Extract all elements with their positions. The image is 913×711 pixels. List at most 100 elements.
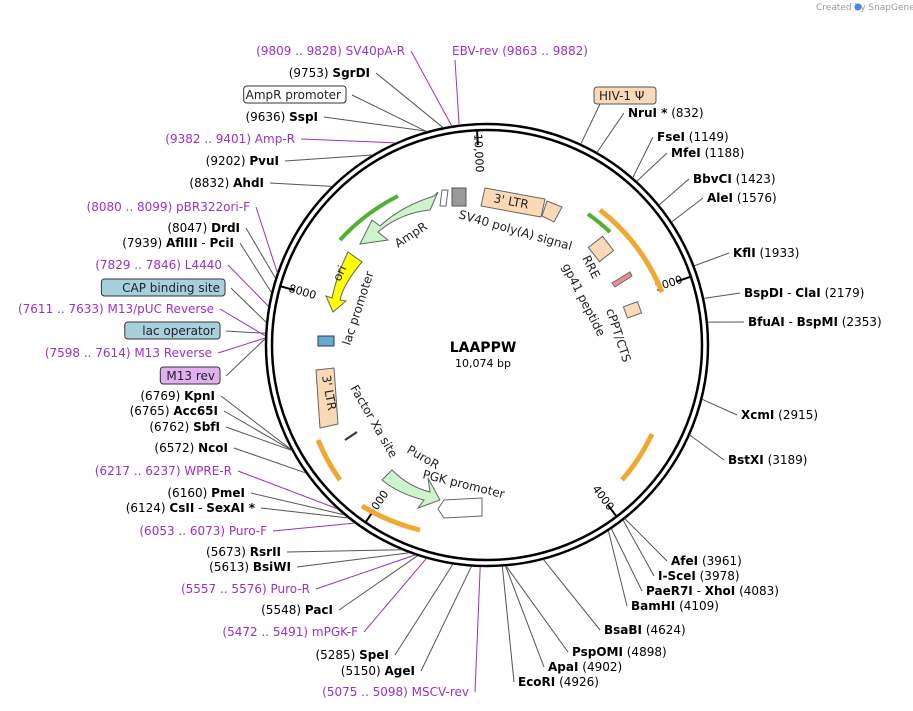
left-label-21: (6160) PmeI [167, 486, 245, 500]
ltr-lower-feature[interactable] [315, 367, 339, 429]
right-label-group: NruI * (832)FseI (1149)MfeI (1188)BbvCI … [518, 106, 882, 689]
left-leader-25 [296, 552, 410, 568]
right-leader-1 [632, 136, 654, 178]
left-leader-4 [300, 138, 396, 144]
left-label-20: (6217 .. 6237) WPRE-R [95, 464, 232, 478]
hiv-psi-label: HIV-1 Ψ [599, 89, 644, 103]
puror-label: PuroR [405, 442, 442, 472]
right-label-3: BbvCI (1423) [693, 172, 776, 186]
left-leader-1 [375, 72, 444, 128]
left-feature-box-2[interactable] [243, 85, 347, 104]
left-label-24: (5673) RsrII [206, 545, 281, 559]
left-label-30: (5150) AgeI [341, 664, 415, 678]
plasmid-name: LAAPPW [450, 340, 517, 356]
tick-4 [280, 285, 295, 292]
left-label-group: (9809 .. 9828) SV40pA-R(9753) SgrDIAmpR … [18, 44, 469, 699]
plasmid-length: 10,074 bp [455, 357, 511, 370]
right-label-17: EcoRI (4926) [518, 675, 599, 689]
right-leader-17 [501, 566, 515, 683]
left-leader-6 [269, 182, 332, 187]
right-label-4: AleI (1576) [707, 191, 777, 205]
left-leader-7 [255, 206, 278, 273]
right-leader-0 [596, 112, 625, 153]
ltr-top-label: 3' LTR [492, 191, 529, 212]
ltr-top-feature[interactable] [480, 187, 546, 218]
leader-lines [217, 50, 745, 693]
amp-promoter-box[interactable] [451, 187, 467, 207]
factor-xa-mark [344, 431, 358, 441]
left-feature-box-11[interactable] [100, 278, 226, 297]
left-label-7: (8080 .. 8099) pBR322ori-F [87, 200, 251, 214]
tick-1 [676, 276, 691, 283]
backbone-outer [264, 122, 710, 568]
left-label-27: (5548) PacI [261, 603, 333, 617]
left-leader-31 [474, 566, 481, 693]
left-leader-27 [338, 555, 418, 611]
right-label-1: FseI (1149) [657, 130, 729, 144]
right-leader-15 [505, 565, 569, 653]
right-leader-12 [610, 528, 643, 592]
left-label-0: (9809 .. 9828) SV40pA-R [256, 44, 405, 58]
left-leader-24 [286, 549, 402, 553]
arc-layer [315, 194, 665, 533]
left-leader-30 [420, 566, 472, 672]
left-leader-17 [223, 410, 292, 451]
rre-feature[interactable] [587, 235, 615, 263]
ori-feature[interactable] [325, 251, 363, 313]
left-label-31: (5075 .. 5098) MSCV-rev [322, 685, 469, 699]
right-label-11: I-SceI (3978) [658, 569, 740, 583]
tick-label-2: 4000 [589, 483, 616, 513]
tick-label-0: 10,000 [471, 134, 486, 173]
left-leader-13 [225, 330, 266, 334]
orange-arc-3 [360, 503, 421, 533]
right-leader-11 [622, 520, 655, 577]
right-label-13: BamHI (4109) [631, 599, 719, 613]
right-label-8: XcmI (2915) [741, 408, 818, 422]
left-label-19: (6572) NcoI [154, 441, 228, 455]
ampr-feature[interactable] [359, 191, 439, 245]
right-label-14: BsaBI (4624) [604, 623, 686, 637]
ltr-top-tail [541, 200, 563, 223]
left-leader-20 [237, 470, 338, 510]
extra-label-group: EBV-rev (9863 .. 9882)HIV-1 Ψ [452, 44, 657, 105]
right-leader-3 [658, 178, 690, 206]
left-feature-box-15[interactable] [159, 366, 221, 385]
hiv-psi-box[interactable] [593, 86, 657, 105]
left-leader-19 [233, 447, 306, 474]
right-label-9: BstXI (3189) [728, 453, 807, 467]
ampr-label: AmpR [392, 219, 430, 250]
amp-promoter-arrow [439, 189, 449, 207]
right-leader-9 [689, 434, 725, 461]
left-label-25: (5613) BsiWI [209, 560, 291, 574]
right-label-5: KflI (1933) [733, 246, 799, 260]
left-label-3: (9636) SspI [245, 110, 318, 124]
gp41-feature[interactable] [611, 271, 633, 288]
right-label-15: PspOMI (4898) [572, 645, 667, 659]
lac-operator-box[interactable] [317, 335, 335, 347]
pgk-promoter-feature[interactable] [437, 497, 483, 519]
left-leader-14 [217, 337, 266, 354]
left-feature-box-13[interactable] [124, 321, 221, 340]
left-leader-23 [272, 522, 355, 532]
factor-xa-label: Factor Xa site [347, 383, 400, 461]
top-leader-0 [454, 59, 460, 125]
left-label-6: (8832) AhdI [189, 176, 264, 190]
left-leader-12 [219, 308, 266, 337]
left-leader-11 [230, 287, 267, 323]
tick-2 [606, 504, 617, 517]
left-leader-3 [323, 116, 428, 132]
puror-feature[interactable] [381, 469, 441, 510]
left-label-1: (9753) SgrDI [289, 66, 370, 80]
right-leader-10 [624, 518, 668, 562]
orange-arc-1 [598, 208, 665, 293]
left-leader-16 [220, 395, 292, 450]
right-label-7: BfuAI - BspMI (2353) [748, 315, 882, 329]
cppt-feature[interactable] [622, 300, 643, 319]
left-label-18: (6762) SbfI [149, 420, 220, 434]
left-leader-28 [363, 558, 427, 633]
ori-label: ori [330, 263, 349, 283]
right-leader-5 [694, 252, 730, 267]
green-arc-1 [338, 194, 399, 242]
left-leader-8 [245, 227, 276, 279]
